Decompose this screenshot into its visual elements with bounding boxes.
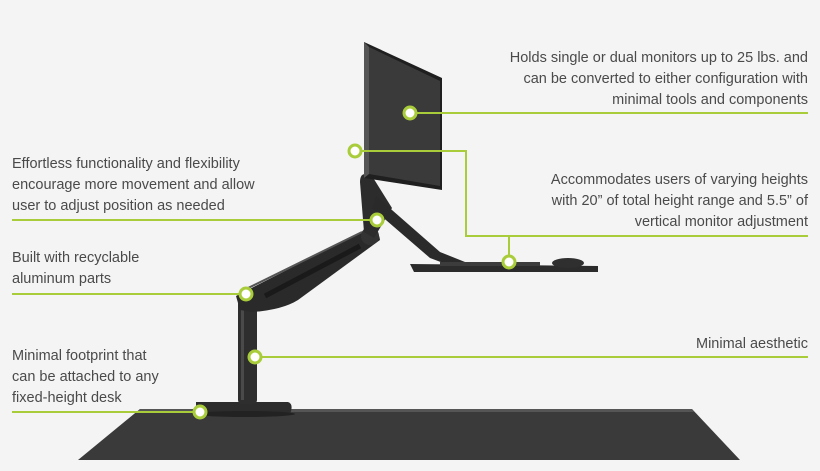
dot-flexibility xyxy=(369,212,385,228)
callout-aesthetic: Minimal aesthetic xyxy=(696,334,808,355)
desk-surface xyxy=(78,409,740,460)
callout-aluminum-line-1: Built with recyclable xyxy=(12,250,140,266)
callout-aluminum: Built with recyclable aluminum parts xyxy=(12,248,139,290)
base-shadow xyxy=(195,411,295,417)
gas-spring xyxy=(263,243,362,299)
leader-heights xyxy=(355,150,808,237)
callout-footprint: Minimal footprint that can be attached t… xyxy=(12,346,159,409)
callout-footprint-line-3: fixed-height desk xyxy=(12,390,122,406)
callout-monitors: Holds single or dual monitors up to 25 l… xyxy=(510,48,808,111)
dot-tray xyxy=(501,254,517,270)
leader-lines xyxy=(12,112,808,413)
callout-monitors-line-3: minimal tools and components xyxy=(612,92,808,108)
callout-monitors-line-2: can be converted to either configuration… xyxy=(523,71,808,87)
callout-dots xyxy=(192,105,517,420)
post-highlight xyxy=(241,305,244,400)
tray-arm xyxy=(372,196,470,270)
clamp-base xyxy=(196,402,292,414)
monitor-edge xyxy=(364,42,369,178)
callout-flexibility-line-2: encourage more movement and allow xyxy=(12,177,255,193)
dot-footprint xyxy=(192,404,208,420)
dot-heights xyxy=(347,143,363,159)
dot-monitors xyxy=(402,105,418,121)
callout-heights: Accommodates users of varying heights wi… xyxy=(551,170,808,233)
callout-flexibility-line-1: Effortless functionality and flexibility xyxy=(12,156,240,172)
callout-heights-line-2: with 20” of total height range and 5.5” … xyxy=(551,193,808,209)
mouse xyxy=(552,258,584,268)
callout-heights-line-3: vertical monitor adjustment xyxy=(634,214,808,230)
dot-aluminum xyxy=(238,286,254,302)
callout-flexibility: Effortless functionality and flexibility… xyxy=(12,154,255,217)
callout-monitors-line-1: Holds single or dual monitors up to 25 l… xyxy=(509,50,808,66)
callout-heights-line-1: Accommodates users of varying heights xyxy=(550,172,808,188)
lower-arm-highlight xyxy=(243,231,363,291)
callout-footprint-line-1: Minimal footprint that xyxy=(12,348,147,364)
callout-footprint-line-2: can be attached to any xyxy=(12,369,159,385)
callout-flexibility-line-3: user to adjust position as needed xyxy=(12,198,225,214)
keyboard xyxy=(440,262,540,266)
callout-aesthetic-line-1: Minimal aesthetic xyxy=(695,336,808,352)
lower-arm xyxy=(236,228,380,312)
dot-aesthetic xyxy=(247,349,263,365)
callout-aluminum-line-2: aluminum parts xyxy=(12,271,112,287)
